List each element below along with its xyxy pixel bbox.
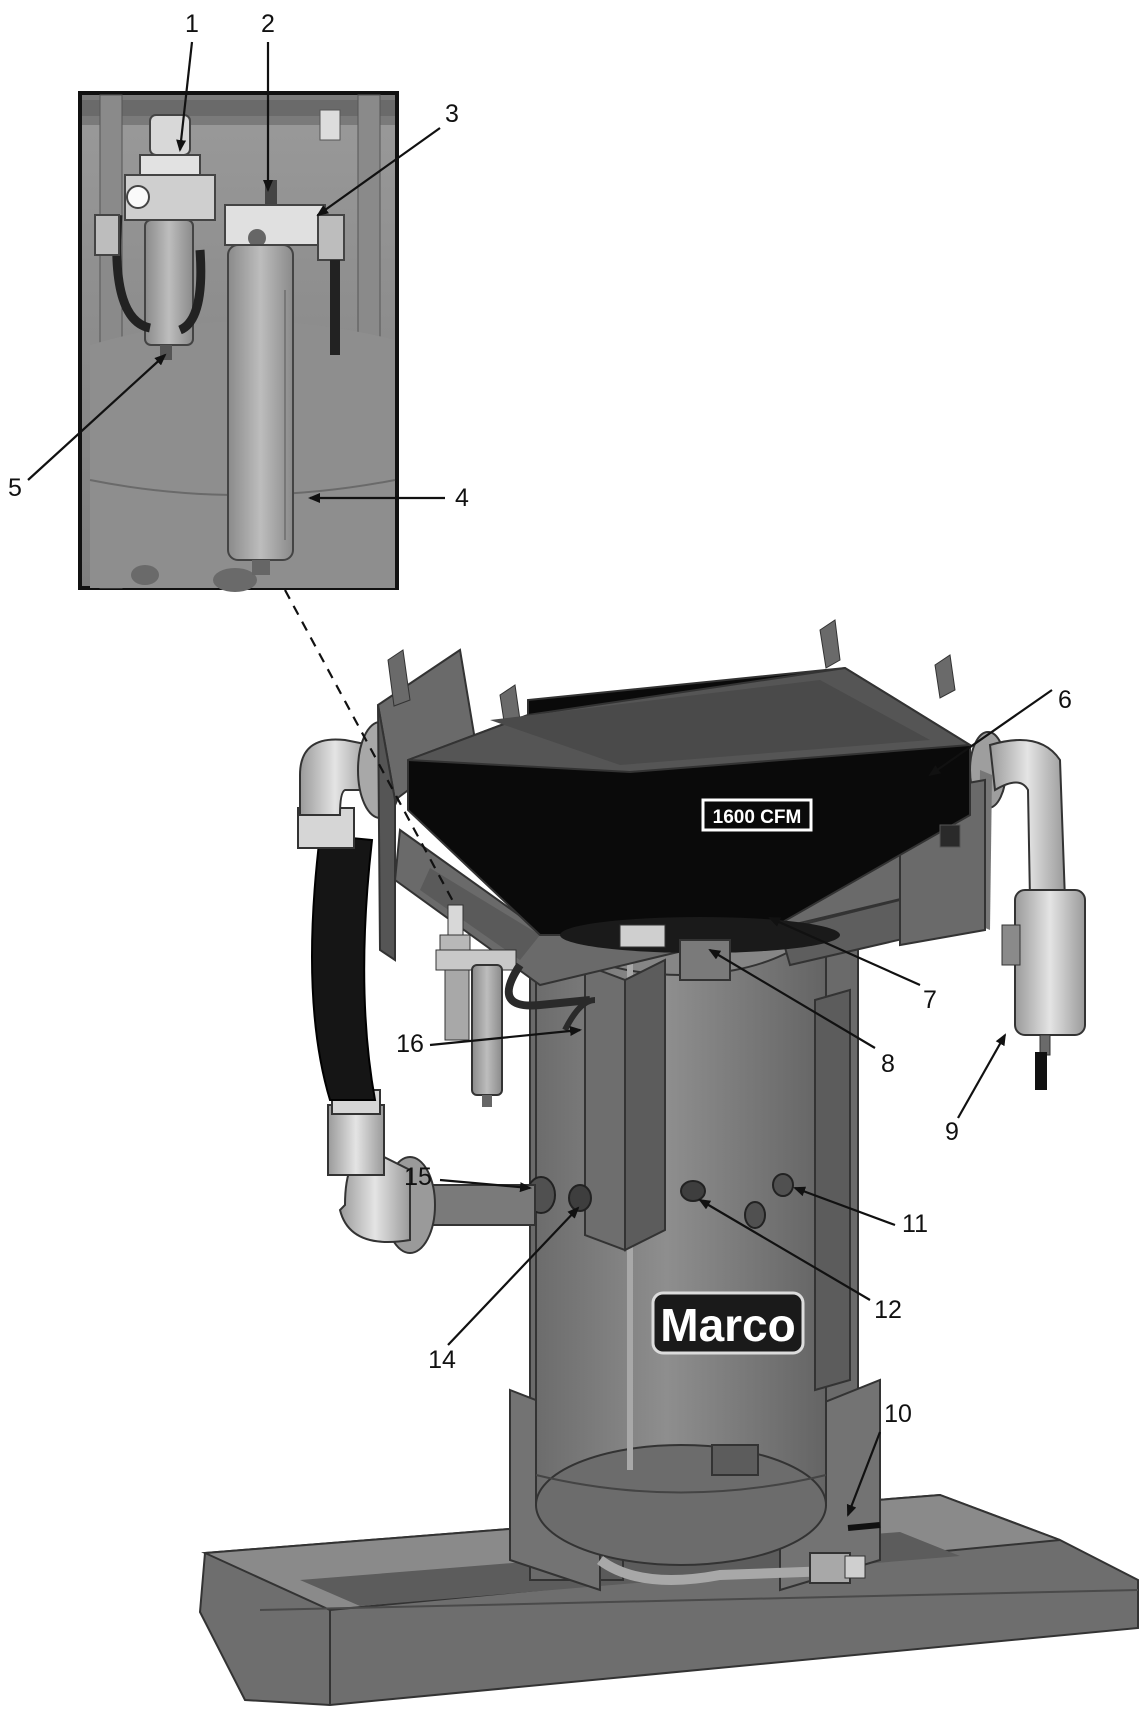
drain-valve bbox=[597, 1522, 881, 1585]
leader-10 bbox=[846, 1431, 882, 1517]
callout-3: 3 bbox=[445, 100, 459, 128]
callout-labels: 1 2 3 4 5 6 7 8 9 10 11 12 14 15 16 bbox=[8, 10, 1072, 1428]
brand-logo-text: Marco bbox=[660, 1299, 795, 1351]
callout-5: 5 bbox=[8, 474, 22, 502]
callout-9: 9 bbox=[945, 1118, 959, 1146]
leader-8 bbox=[708, 948, 876, 1049]
leader-15 bbox=[439, 1178, 532, 1193]
leader-9 bbox=[957, 1033, 1006, 1119]
leader-1 bbox=[176, 41, 194, 152]
callout-10: 10 bbox=[884, 1400, 912, 1428]
aftercooler-unit: 1600 CFM bbox=[407, 666, 974, 981]
callout-16: 16 bbox=[396, 1030, 424, 1058]
leader-16 bbox=[429, 1026, 582, 1047]
leader-3 bbox=[316, 127, 441, 217]
callout-4: 4 bbox=[455, 484, 469, 512]
callout-14: 14 bbox=[428, 1346, 456, 1374]
detail-inset bbox=[78, 91, 399, 592]
callout-2: 2 bbox=[261, 10, 275, 38]
tank-ports bbox=[526, 1173, 794, 1229]
leader-6 bbox=[928, 689, 1053, 777]
callout-12: 12 bbox=[874, 1296, 902, 1324]
inset-link-line bbox=[284, 589, 456, 906]
leader-7 bbox=[768, 916, 921, 987]
front-frame-channel bbox=[584, 958, 851, 1392]
leader-14 bbox=[447, 1206, 580, 1346]
callout-8: 8 bbox=[881, 1050, 895, 1078]
callout-7: 7 bbox=[923, 986, 937, 1014]
leader-12 bbox=[698, 1198, 871, 1301]
filter-assembly bbox=[435, 904, 596, 1107]
callout-15: 15 bbox=[404, 1163, 432, 1191]
capacity-badge-text: 1600 CFM bbox=[713, 807, 802, 828]
callout-leaders bbox=[27, 41, 1053, 1517]
callout-1: 1 bbox=[185, 10, 199, 38]
callout-11: 11 bbox=[902, 1210, 928, 1238]
brand-logo: Marco bbox=[651, 1291, 805, 1355]
leader-11 bbox=[793, 1186, 896, 1227]
leader-5 bbox=[27, 353, 167, 481]
callout-6: 6 bbox=[1058, 686, 1072, 714]
